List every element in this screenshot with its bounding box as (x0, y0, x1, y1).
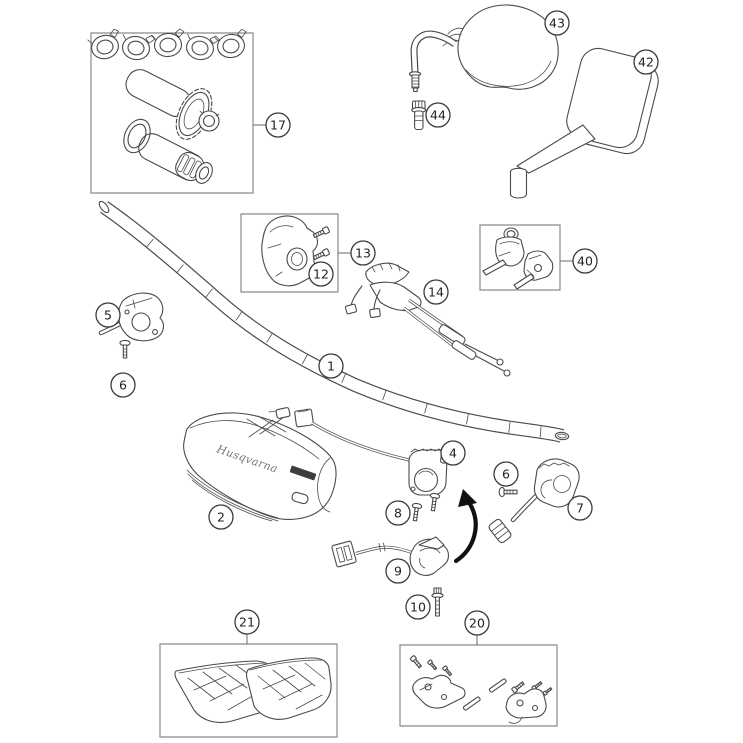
switch-bracket (331, 537, 448, 575)
callout-2: 2 (209, 505, 233, 529)
callout-number-43: 43 (549, 16, 565, 31)
callout-number-4: 4 (449, 446, 457, 461)
switch-kit (262, 216, 330, 286)
callout-circle-6b (494, 462, 518, 486)
callout-9: 9 (386, 559, 410, 583)
callout-21: 21 (235, 610, 259, 644)
callout-circle-44 (426, 103, 450, 127)
callout-44: 44 (426, 103, 450, 127)
callout-circle-4 (441, 441, 465, 465)
callout-42: 42 (634, 50, 658, 74)
callout-circle-21 (235, 610, 259, 634)
wiring-connector (269, 407, 409, 460)
callout-13: 13 (338, 241, 375, 265)
callout-43: 43 (545, 11, 569, 35)
handguards (175, 658, 331, 723)
callout-number-17: 17 (270, 118, 286, 133)
callout-number-1: 1 (327, 359, 335, 374)
callout-number-44: 44 (430, 108, 446, 123)
callout-number-12: 12 (313, 267, 329, 282)
callout-40: 40 (560, 249, 597, 273)
callout-number-42: 42 (638, 55, 654, 70)
mirror-square (511, 45, 663, 198)
left-grip (119, 115, 216, 186)
lever-switch (101, 293, 163, 341)
callout-circle-13 (351, 241, 375, 265)
callout-circle-12 (309, 262, 333, 286)
callout-5: 5 (96, 303, 120, 327)
callout-circle-6a (111, 373, 135, 397)
callout-number-21: 21 (239, 615, 255, 630)
callout-1: 1 (319, 354, 343, 378)
callout-12: 12 (309, 262, 333, 286)
callout-circle-5 (96, 303, 120, 327)
callout-number-6a: 6 (119, 378, 127, 393)
mounting-kit (409, 654, 553, 723)
callout-8: 8 (386, 501, 410, 525)
throttle-cable-assembly (345, 263, 510, 376)
handguard-box (160, 644, 337, 737)
callout-14: 14 (424, 280, 448, 304)
callout-20: 20 (465, 611, 489, 645)
callout-number-40: 40 (577, 254, 593, 269)
screws-8 (410, 493, 440, 521)
callout-number-9: 9 (394, 564, 402, 579)
callout-number-20: 20 (469, 616, 485, 631)
mirror-oval (410, 5, 559, 91)
callout-number-13: 13 (355, 246, 371, 261)
callout-circle-17 (266, 113, 290, 137)
callout-circle-20 (465, 611, 489, 635)
throttle-grip (122, 65, 219, 145)
callout-circle-9 (386, 559, 410, 583)
callout-circle-1 (319, 354, 343, 378)
callout-circle-8 (386, 501, 410, 525)
callout-17: 17 (253, 113, 290, 137)
clamp-kit-box (480, 225, 560, 290)
handlebar-clamp-kit (483, 228, 553, 289)
callout-6b: 6 (494, 462, 518, 486)
callout-number-10: 10 (410, 600, 426, 615)
callout-7: 7 (568, 496, 592, 520)
callout-number-7: 7 (576, 501, 584, 516)
mount-kit-box (400, 645, 557, 726)
callout-number-6b: 6 (502, 467, 510, 482)
callout-4: 4 (441, 441, 465, 465)
handlebar (97, 200, 569, 440)
callout-circle-2 (209, 505, 233, 529)
callout-circle-10 (406, 595, 430, 619)
swap-arrow (456, 489, 477, 561)
callout-number-5: 5 (104, 308, 112, 323)
callout-number-8: 8 (394, 506, 402, 521)
grip-kit-box (91, 33, 253, 193)
callout-circle-7 (568, 496, 592, 520)
handlebar-pad: Husqvarna (184, 413, 336, 521)
callout-circle-14 (424, 280, 448, 304)
callout-circle-43 (545, 11, 569, 35)
callout-6a: 6 (111, 373, 135, 397)
right-switch (488, 459, 579, 544)
callout-10: 10 (406, 595, 430, 619)
mirror-adapter (412, 101, 426, 130)
flange-bolt (432, 588, 443, 616)
screw-6-left (120, 340, 130, 358)
callout-number-2: 2 (217, 510, 225, 525)
callout-number-14: 14 (428, 285, 444, 300)
frame-boxes (91, 33, 560, 737)
map-switch (409, 449, 448, 495)
screw-6-right (499, 487, 517, 496)
callout-circle-40 (573, 249, 597, 273)
throttle-grip-kit (86, 27, 250, 186)
callout-circle-42 (634, 50, 658, 74)
